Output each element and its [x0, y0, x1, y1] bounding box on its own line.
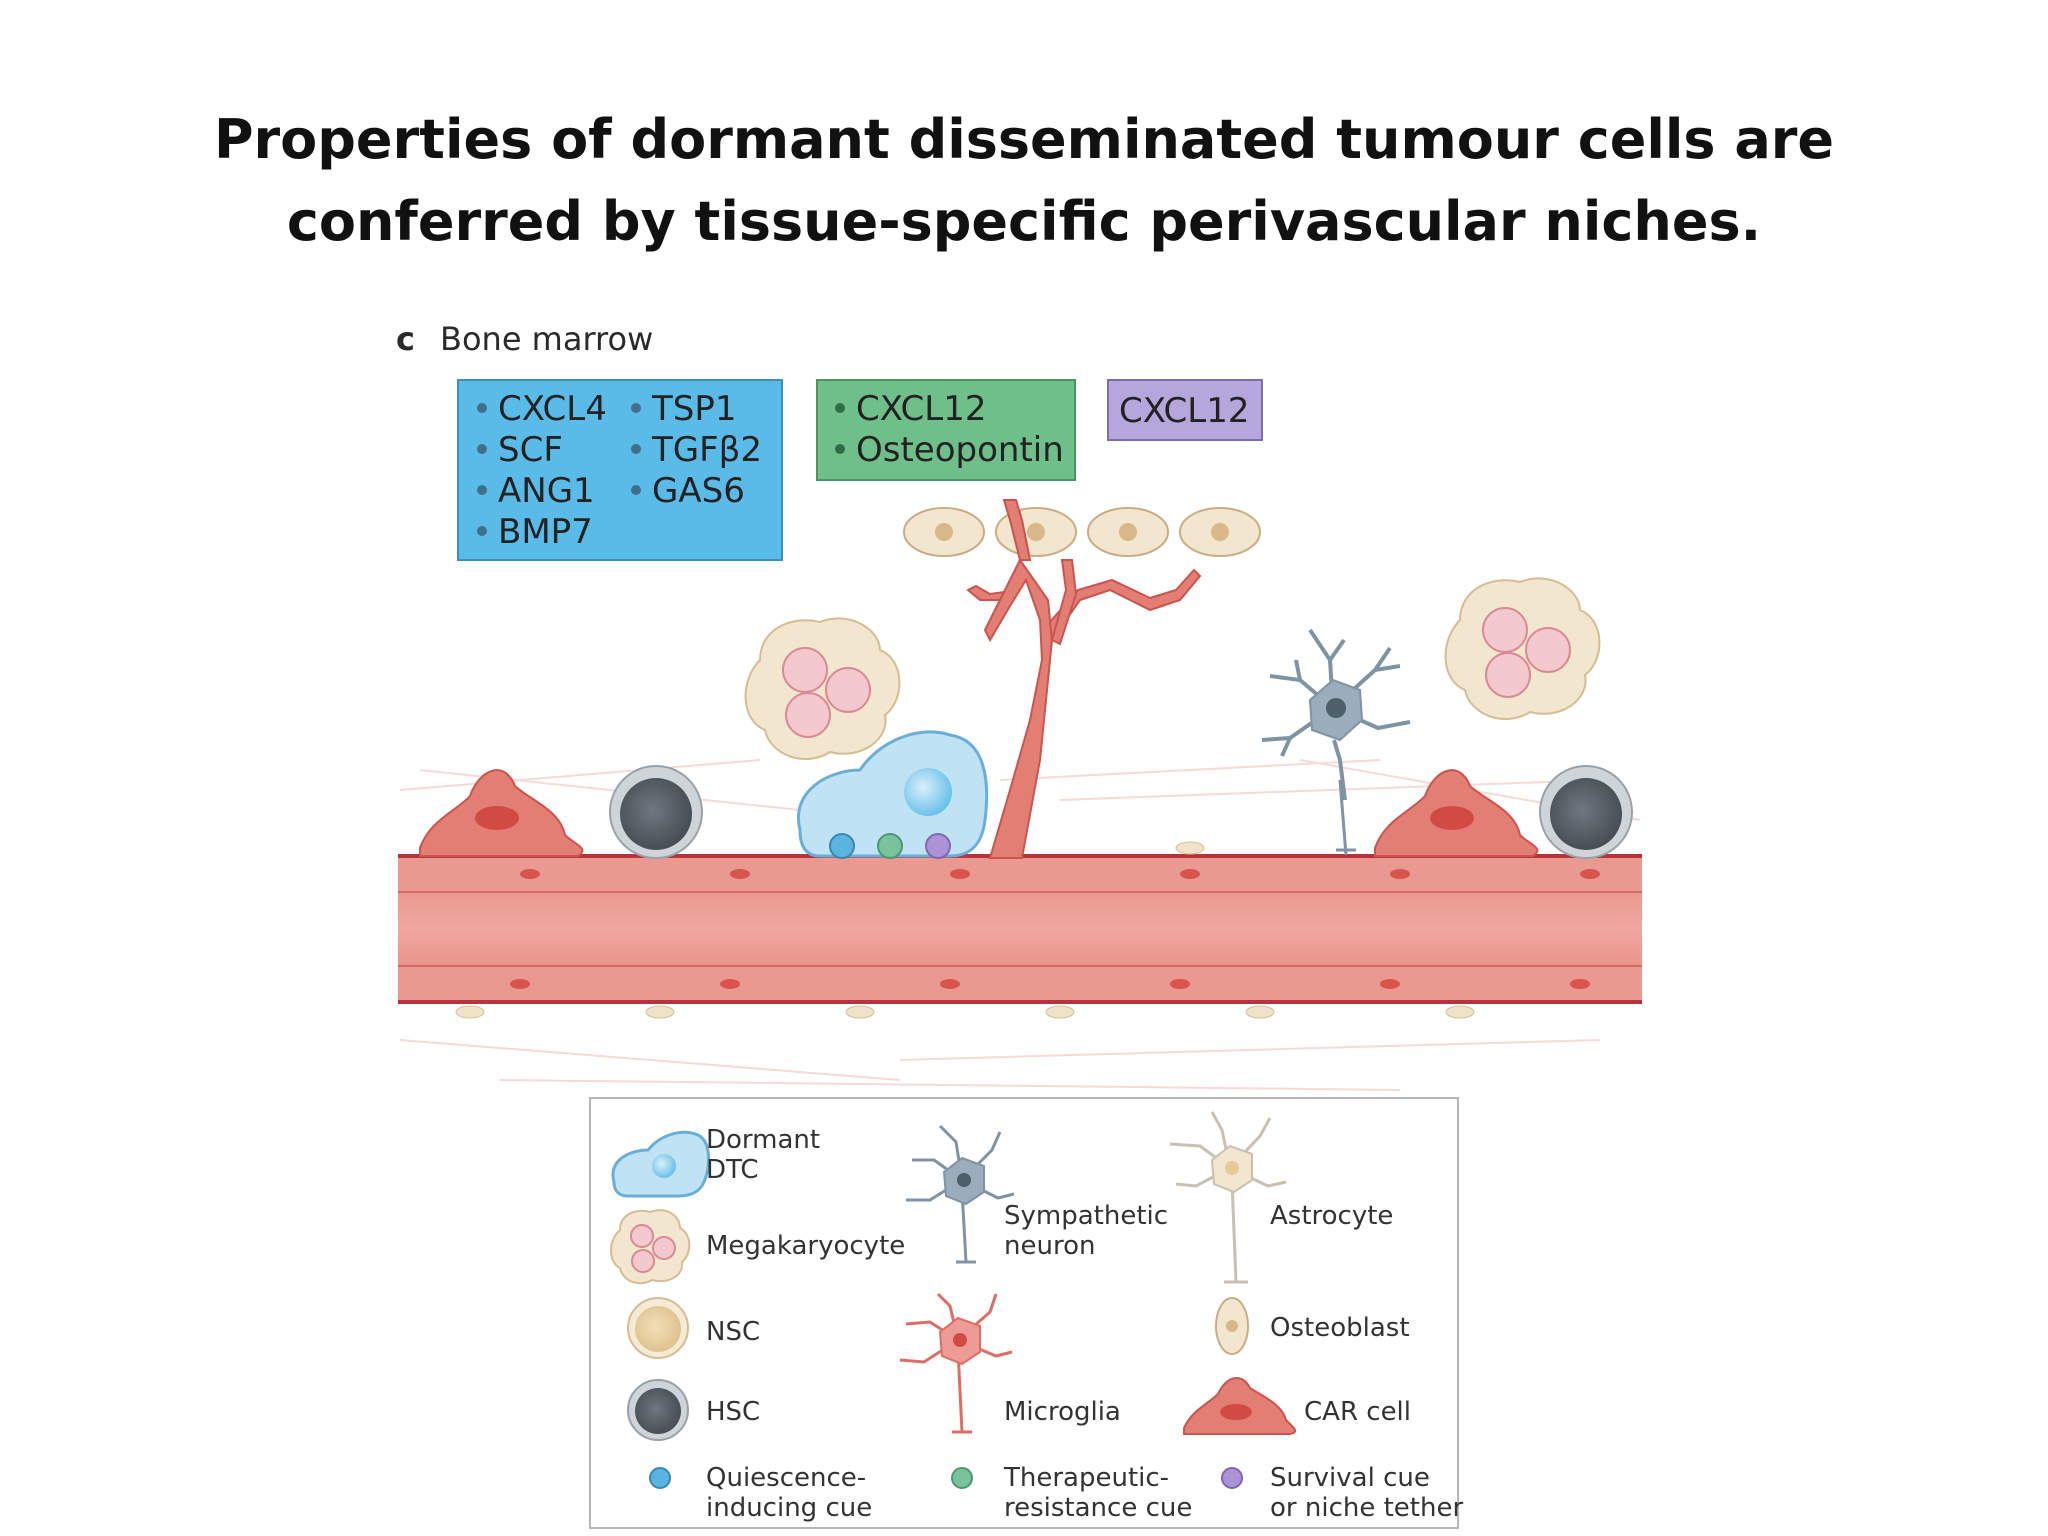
legend-astrocyte-label: Astrocyte [1270, 1201, 1393, 1231]
cue-box-blue: CXCL4 SCF ANG1 BMP7 TSP1 TGFβ2 GAS6 [457, 379, 783, 561]
cue-box-green: CXCL12 Osteopontin [816, 379, 1076, 481]
megakaryocyte-right [1444, 577, 1601, 721]
stromal-fibers [399, 759, 1641, 1091]
branching-nerve-fiber [966, 499, 1202, 859]
legend-sympathetic-label-1: Sympathetic [1004, 1201, 1168, 1231]
hsc-right [1539, 765, 1633, 859]
cue-tgfb2: TGFβ2 [651, 430, 762, 470]
legend-nsc-icon [627, 1297, 689, 1359]
cue-scf: SCF [498, 430, 563, 470]
cue-ang1: ANG1 [498, 471, 595, 511]
legend-survival-label-2: or niche tether [1270, 1493, 1463, 1523]
slide-title-line-2: conferred by tissue-specific perivascula… [286, 190, 1762, 253]
legend-quiescence-label-1: Quiescence- [706, 1463, 866, 1493]
legend-quiescence-cue-icon [649, 1467, 671, 1489]
legend-survival-cue-icon [1221, 1467, 1243, 1489]
car-cell-left [419, 769, 584, 857]
legend-megakaryocyte-icon [610, 1209, 691, 1285]
legend-therapeutic-label-1: Therapeutic- [1003, 1463, 1169, 1493]
hsc-left [609, 765, 703, 859]
legend-nsc-label: NSC [706, 1317, 760, 1347]
legend-osteoblast-icon [1215, 1297, 1249, 1355]
legend-dormant-dtc-icon [611, 1130, 710, 1198]
cue-bmp7: BMP7 [498, 512, 593, 552]
megakaryocyte-left [744, 617, 901, 761]
panel-letter: c [396, 320, 415, 358]
legend-osteoblast-label: Osteoblast [1270, 1313, 1410, 1343]
cue-cxcl4: CXCL4 [498, 389, 607, 429]
car-cell-right [1374, 769, 1539, 857]
cue-gas6: GAS6 [652, 471, 745, 511]
legend-microglia-label: Microglia [1004, 1397, 1121, 1427]
cue-cxcl12-green: CXCL12 [856, 389, 987, 429]
legend-car-cell-label: CAR cell [1304, 1397, 1411, 1427]
legend-dormant-label-2: DTC [706, 1155, 759, 1185]
legend-dormant-label-1: Dormant [706, 1125, 820, 1155]
blood-vessel [398, 841, 1642, 1019]
cue-cxcl12-purple: CXCL12 [1119, 391, 1250, 431]
legend-therapeutic-label-2: resistance cue [1004, 1493, 1192, 1523]
legend-megakaryocyte-label: Megakaryocyte [706, 1231, 905, 1261]
cue-box-purple: CXCL12 [1107, 379, 1263, 441]
legend-astrocyte-icon [1169, 1111, 1287, 1284]
legend-hsc-icon [627, 1379, 689, 1441]
legend-hsc-label: HSC [706, 1397, 760, 1427]
legend-sympathetic-neuron-icon [906, 1124, 1015, 1264]
cue-osteopontin: Osteopontin [856, 430, 1064, 470]
legend-microglia-icon [899, 1292, 1013, 1434]
legend-quiescence-label-2: inducing cue [706, 1493, 872, 1523]
legend: Dormant DTC Megakaryocyte NSC HSC Quiesc… [589, 1097, 1463, 1529]
legend-therapeutic-cue-icon [951, 1467, 973, 1489]
osteoblast-row [903, 507, 1261, 557]
legend-car-cell-icon [1183, 1377, 1297, 1435]
cue-tsp1: TSP1 [651, 389, 737, 429]
legend-survival-label-1: Survival cue [1270, 1463, 1430, 1493]
dormant-dtc [796, 730, 989, 859]
legend-sympathetic-label-2: neuron [1004, 1231, 1095, 1261]
slide-title-line-1: Properties of dormant disseminated tumou… [213, 108, 1835, 171]
sympathetic-neuron [1261, 628, 1411, 856]
panel-name: Bone marrow [440, 320, 653, 358]
